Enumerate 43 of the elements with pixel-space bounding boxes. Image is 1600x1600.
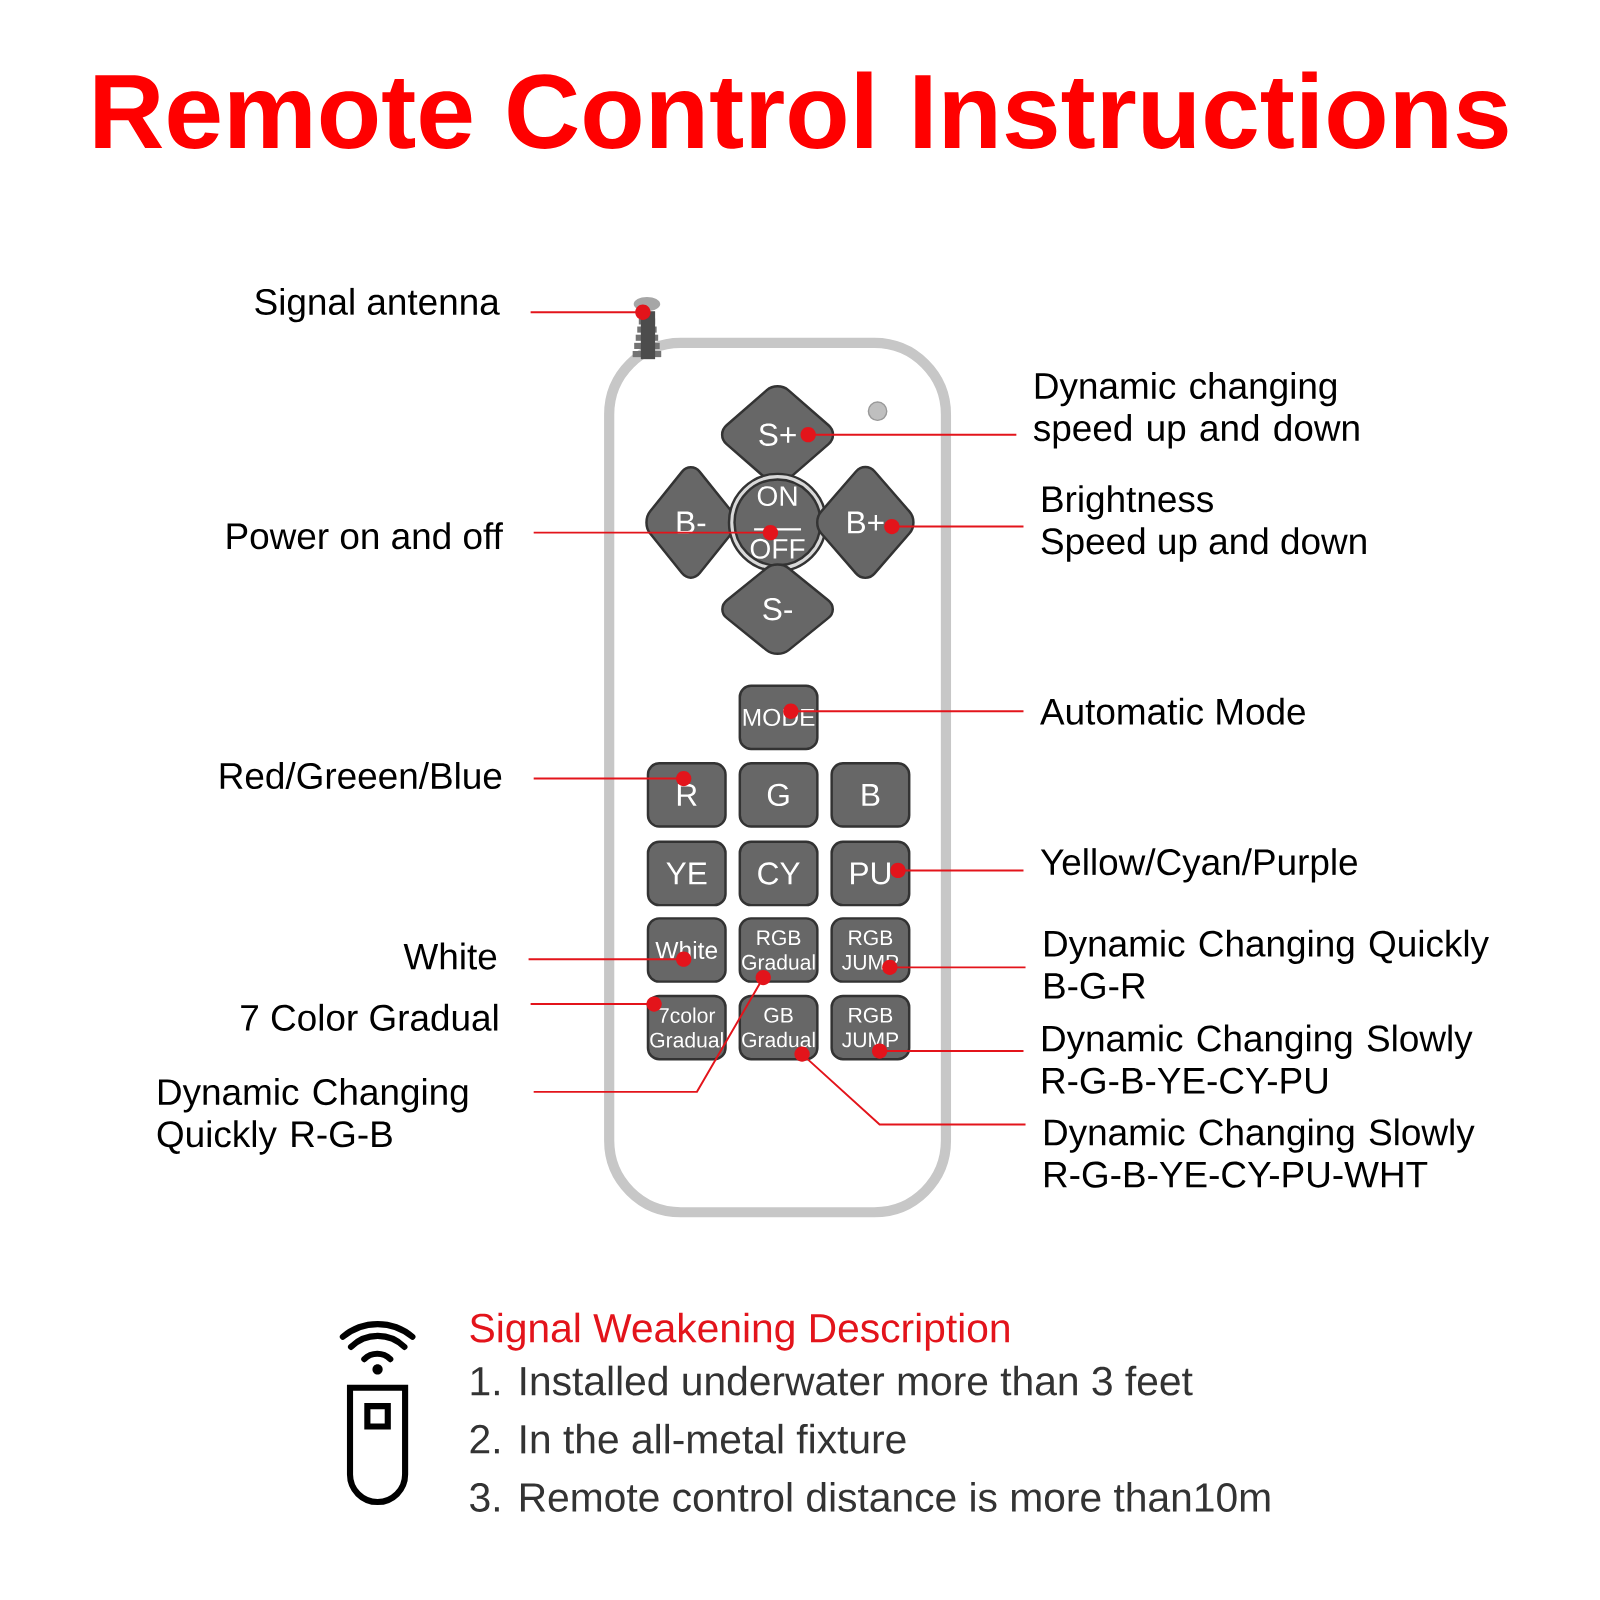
leader-line [882,959,1027,975]
title: Remote Control Instructions [95,71,1508,149]
note-text: 3. Remote control distance is more than10m [470,1482,1270,1512]
remote-key: CY [738,840,819,907]
leader-line [529,996,662,1012]
leader-line [532,770,692,787]
leader-line [783,703,1025,719]
leader-line [532,525,779,541]
note-text: 2. In the all-metal fixture [470,1423,906,1454]
leader-line [527,951,692,967]
remote-key: RGB Gradual [738,917,819,983]
callout-text: Dynamic Changing Quickly R-G-B [157,1078,468,1155]
remote-key: YE [646,840,727,907]
callout-text: Automatic Mode [1040,697,1305,725]
callout-text: Yellow/Cyan/Purple [1040,848,1357,883]
note-text: 1. Installed underwater more than 3 feet [471,1365,1193,1396]
leader-line [800,427,1018,443]
remote-key: GB Gradual [738,994,819,1061]
remote-key: B [830,762,911,828]
direction-key: S- [721,563,834,656]
leader-line [529,304,651,320]
remote-key: PU [830,840,911,907]
remote-key: RGB JUMP [830,994,911,1061]
callout-text: White [403,942,497,970]
callout-text: Dynamic Changing Slowly R-G-B-YE-CY-PU [1043,1024,1473,1094]
note-heading: Signal Weakening Description [470,1312,1009,1351]
callout-text: Power on and off [227,522,503,550]
remote-key: 7color Gradual [646,994,727,1061]
direction-key: B+ [816,465,915,580]
leader-line [871,1043,1025,1059]
leader-line [890,862,1025,879]
leader-line [794,1046,1027,1126]
callout-text: Dynamic Changing Quickly B-G-R [1045,929,1489,999]
leader-line [532,969,771,1093]
callout-text: Dynamic Changing Slowly R-G-B-YE-CY-PU-WHT [1045,1118,1475,1188]
callout-text: Red/Greeen/Blue [220,761,502,790]
callout-text: Signal antenna [255,287,500,323]
leader-line [884,518,1025,535]
callout-text: 7 Color Gradual [241,1003,498,1031]
remote-key: G [738,762,819,828]
direction-key: S+ [720,385,835,485]
callout-text: Brightness Speed up and down [1041,485,1366,562]
callout-text: Dynamic changing speed up and down [1033,371,1359,449]
